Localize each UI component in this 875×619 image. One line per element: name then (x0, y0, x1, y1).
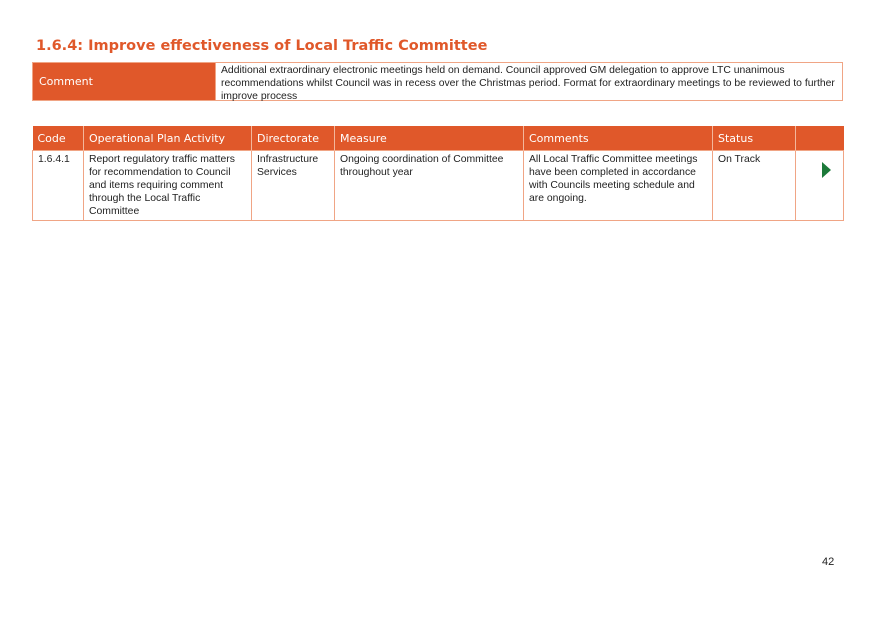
header-status-icon (795, 126, 844, 150)
table-row: 1.6.4.1 Report regulatory traffic matter… (32, 149, 844, 221)
cell-status-icon (795, 149, 844, 221)
play-arrow-icon (822, 161, 831, 178)
page-number: 42 (822, 556, 835, 568)
comment-box: Comment Additional extraordinary electro… (32, 62, 843, 102)
header-activity: Operational Plan Activity (83, 126, 252, 150)
cell-status: On Track (712, 149, 796, 221)
cell-code: 1.6.4.1 (32, 149, 84, 221)
header-code: Code (32, 126, 84, 150)
comment-label: Comment (33, 63, 215, 100)
header-directorate: Directorate (251, 126, 335, 150)
header-comments: Comments (523, 126, 713, 150)
header-status: Status (712, 126, 796, 150)
operational-plan-table: Code Operational Plan Activity Directora… (32, 126, 844, 221)
header-measure: Measure (334, 126, 524, 150)
cell-measure: Ongoing coordination of Committee throug… (334, 149, 524, 221)
cell-activity: Report regulatory traffic matters for re… (83, 149, 252, 221)
comment-text: Additional extraordinary electronic meet… (215, 63, 842, 102)
section-heading: 1.6.4: Improve effectiveness of Local Tr… (36, 38, 488, 54)
cell-directorate: Infrastructure Services (251, 149, 335, 221)
cell-comments: All Local Traffic Committee meetings hav… (523, 149, 713, 221)
table-header-row: Code Operational Plan Activity Directora… (32, 126, 844, 150)
